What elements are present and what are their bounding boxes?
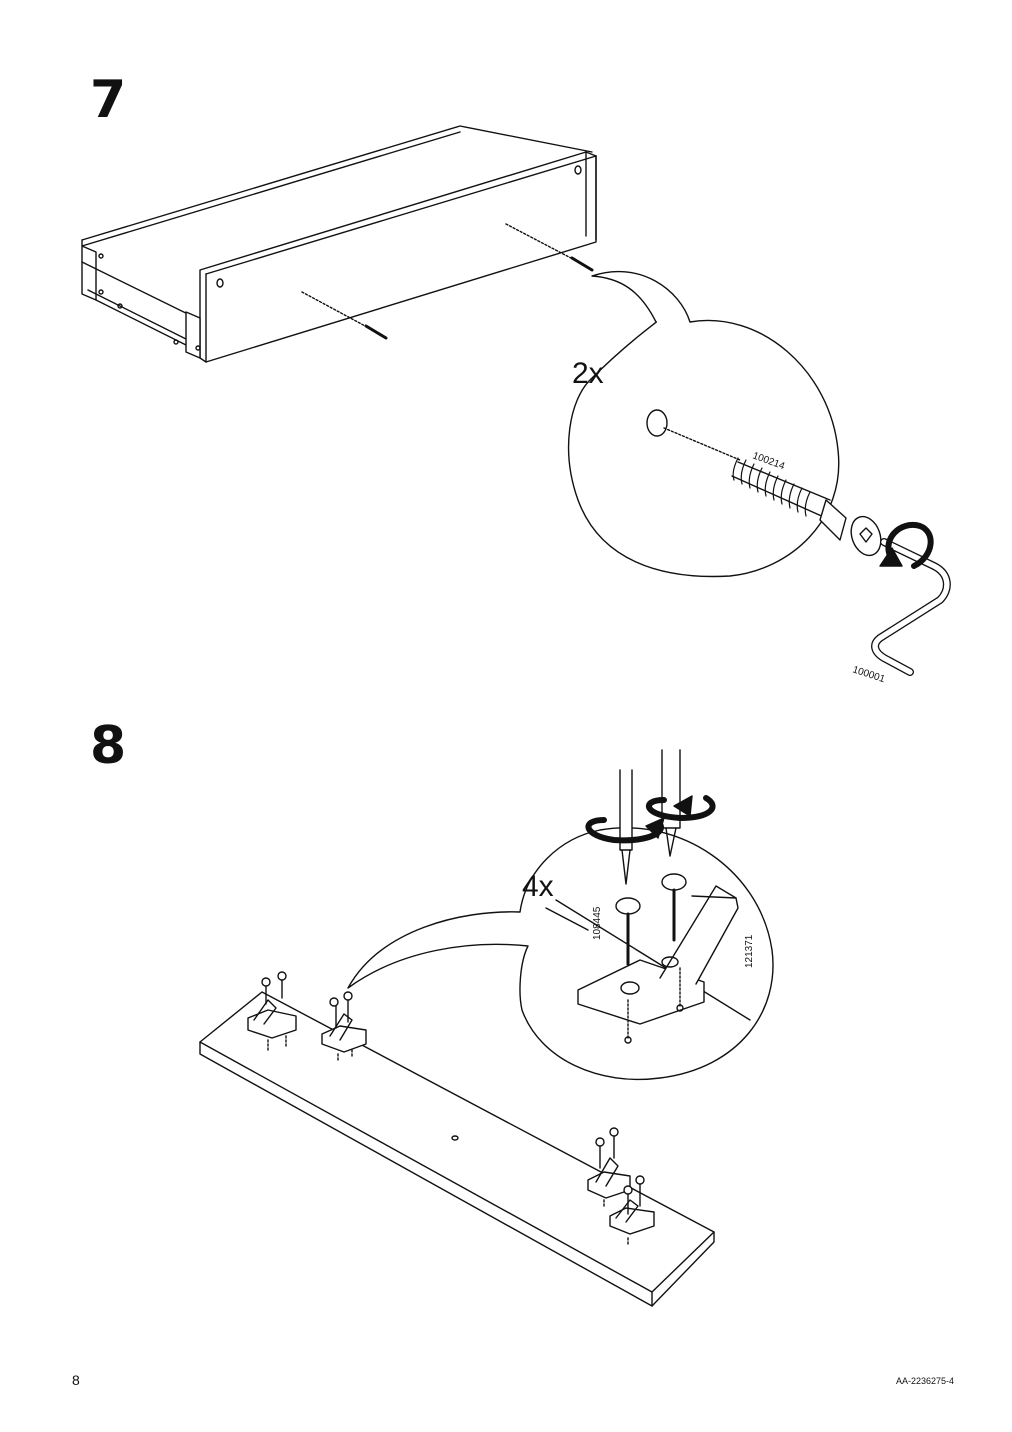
bracket-group-left <box>247 971 367 1063</box>
bracket-part-number: 121371 <box>744 934 755 968</box>
bracket-group-right <box>587 1127 655 1247</box>
step-8-number: 8 <box>90 716 127 776</box>
document-code: AA-2236275-4 <box>896 1376 955 1386</box>
allen-key-part-number: 100001 <box>851 664 887 685</box>
step-7-quantity: 2x <box>572 357 604 390</box>
screw-part-number: 108445 <box>592 906 603 940</box>
board-illustration <box>199 991 715 1307</box>
page-number: 8 <box>72 1372 80 1388</box>
step-7-number: 7 <box>90 70 127 130</box>
step-8-detail-bubble <box>347 749 774 1081</box>
drawer-box-illustration <box>81 125 597 363</box>
step-8-quantity: 4x <box>522 870 554 903</box>
allen-key-icon <box>871 521 951 676</box>
step-7-detail-bubble <box>567 270 882 578</box>
